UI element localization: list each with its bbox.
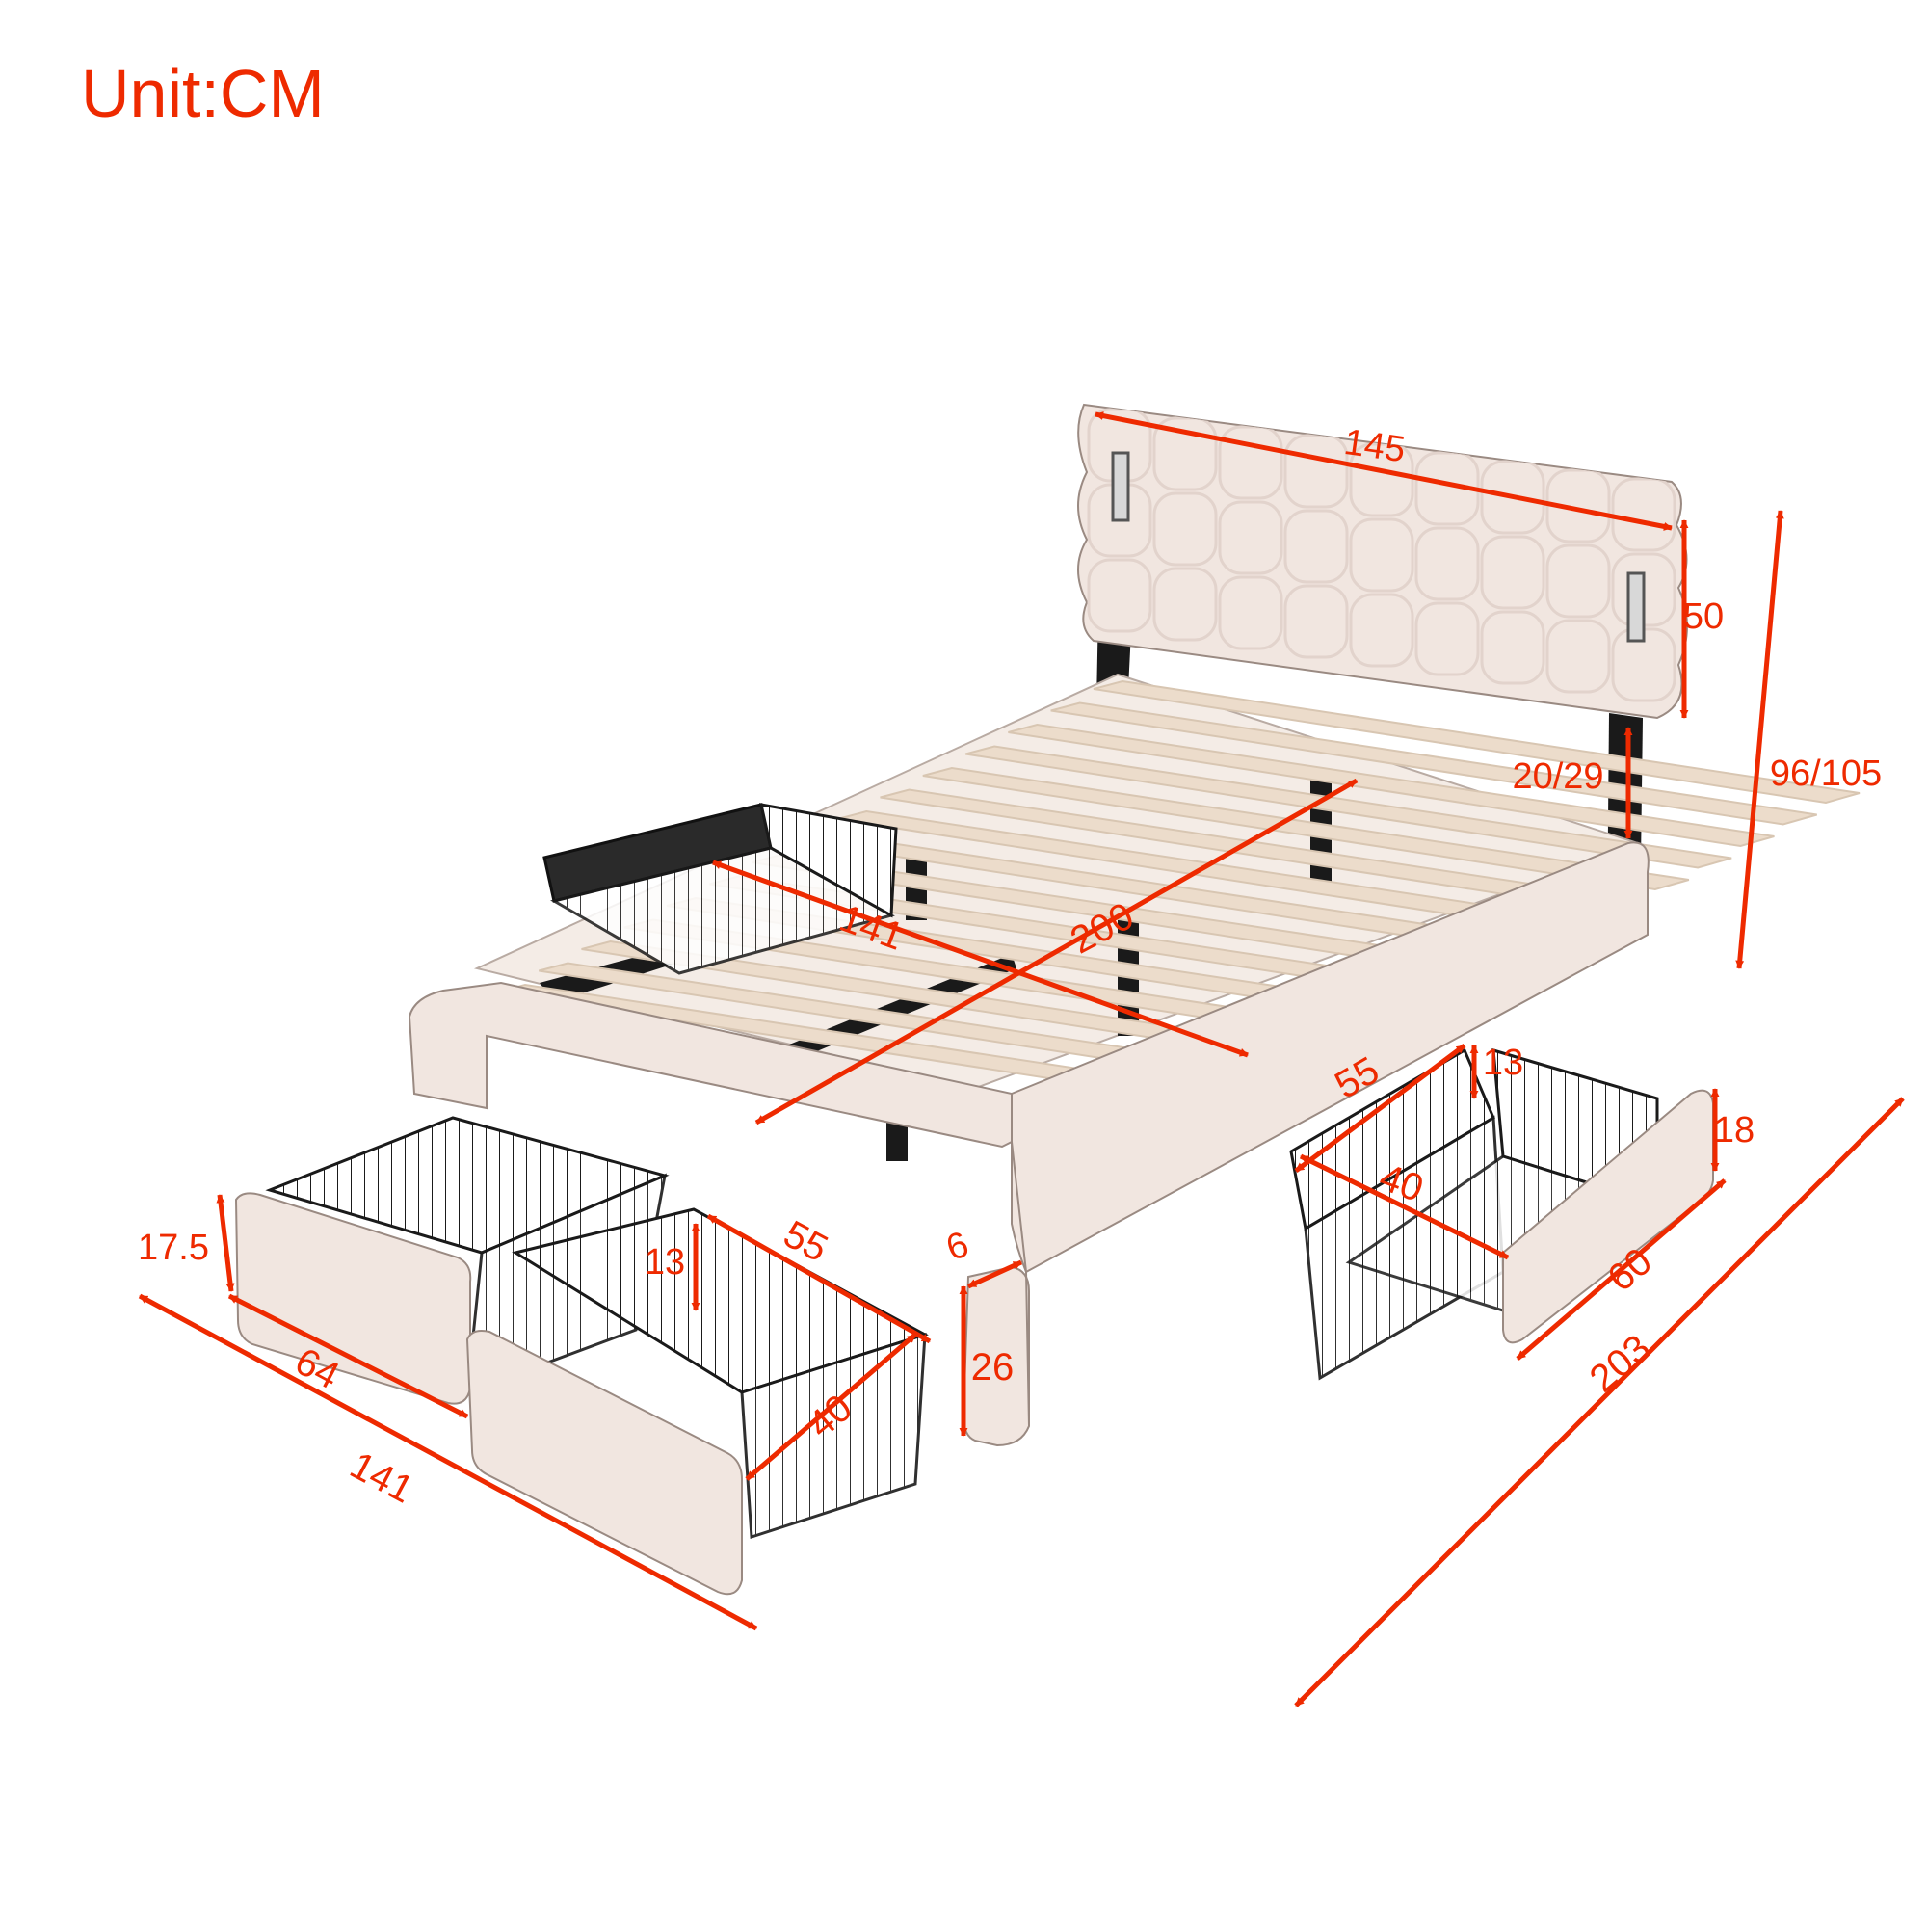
- dim-label-headboard-height: 50: [1683, 596, 1724, 637]
- bed-slat: [1093, 679, 1861, 805]
- dim-label-outer-length: 203: [1582, 1327, 1658, 1401]
- dim-label-headboard-width: 145: [1341, 422, 1408, 470]
- headboard-tuft: [1152, 567, 1218, 642]
- headboard-tuft: [1152, 491, 1218, 567]
- dim-label-drawer-left-basket-height: 13: [645, 1242, 685, 1283]
- dim-line-drawer-left-basket-width: [745, 1333, 917, 1481]
- dim-label-drawer-right-basket-height: 13: [1483, 1043, 1523, 1083]
- unit-label: Unit:CM: [81, 56, 325, 131]
- dim-line-drawer-left-depth: [706, 1213, 932, 1344]
- dim-line-outer-length: [1294, 1097, 1905, 1707]
- headboard-tuft: [1480, 535, 1545, 610]
- headboard-tuft: [1414, 601, 1480, 676]
- dim-line-drawer-right-basket-width: [1299, 1153, 1510, 1260]
- headboard-tuft: [1218, 500, 1283, 575]
- headboard-tuft: [1480, 610, 1545, 685]
- dim-line-drawer-right-front-width: [1516, 1178, 1727, 1361]
- dim-label-total-height: 96/105: [1770, 754, 1882, 794]
- dim-line-side-rail-thickness: [966, 1259, 1023, 1289]
- headboard-tuft: [1349, 517, 1414, 593]
- dim-line-drawer-front-height: [216, 1194, 235, 1292]
- headboard-tuft: [1545, 543, 1611, 619]
- reading-light-right: [1626, 571, 1646, 643]
- dim-line-total-height: [1735, 510, 1784, 969]
- dim-label-drawer-front-height: 17.5: [138, 1228, 209, 1268]
- reading-light-left: [1111, 451, 1130, 522]
- drawer-front-panel-b: [465, 1330, 743, 1596]
- dim-label-leg-clearance: 20/29: [1512, 756, 1603, 797]
- dim-line-headboard-width: [1095, 411, 1673, 531]
- dim-label-outer-width: 141: [343, 1443, 420, 1511]
- headboard-tuft: [1349, 593, 1414, 668]
- headboard-tuft: [1218, 575, 1283, 650]
- headboard-tuft: [1611, 477, 1676, 552]
- headboard-tuft: [1218, 425, 1283, 500]
- dim-label-side-rail-thickness: 6: [941, 1224, 974, 1269]
- headboard-tuft: [1087, 558, 1152, 633]
- dim-line-drawer-right-depth: [1294, 1043, 1466, 1174]
- headboard-tuft: [1414, 526, 1480, 601]
- dim-label-side-rail-height: 26: [971, 1346, 1015, 1389]
- dim-line-drawer-front-width: [227, 1293, 469, 1419]
- dim-line-inner-length: [754, 778, 1359, 1125]
- dimension-lines: [138, 411, 1905, 1707]
- headboard-tuft: [1545, 619, 1611, 694]
- dim-label-drawer-right-front-height: 18: [1714, 1110, 1755, 1151]
- headboard-tuft: [1283, 434, 1349, 509]
- headboard-tuft: [1283, 584, 1349, 659]
- headboard-tuft: [1283, 509, 1349, 584]
